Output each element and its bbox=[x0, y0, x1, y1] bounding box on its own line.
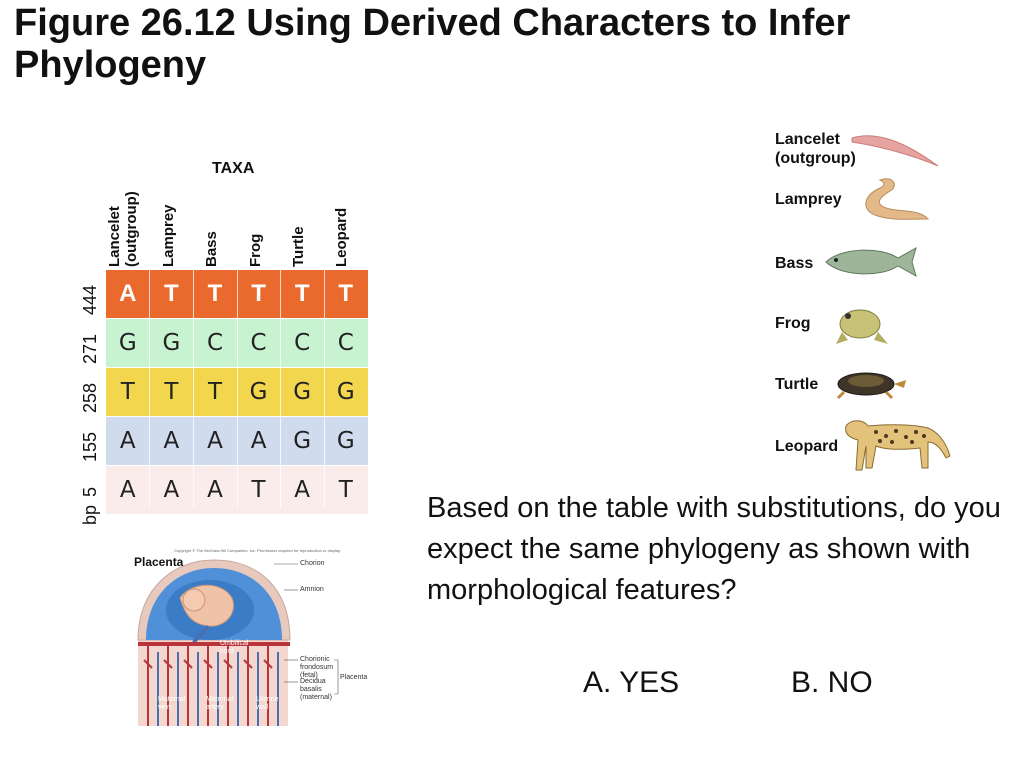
umbilical-cord-label: Umbilical cord bbox=[220, 640, 249, 655]
bass-image bbox=[825, 246, 917, 278]
animal-label-frog: Frog bbox=[775, 315, 811, 332]
copyright-notice: Copyright © The McGraw-Hill Companies, I… bbox=[174, 548, 341, 553]
column-divider bbox=[324, 270, 325, 508]
table-cell: G bbox=[293, 379, 312, 405]
table-cell: A bbox=[119, 280, 137, 307]
animal-label-lancelet-line2: (outgroup) bbox=[775, 150, 856, 167]
table-cell: C bbox=[250, 330, 267, 356]
row-label-444: 444 bbox=[80, 284, 100, 315]
table-cell: T bbox=[251, 280, 266, 307]
question-text: Based on the table with substitutions, d… bbox=[427, 492, 1001, 606]
leopard-image bbox=[845, 420, 951, 471]
table-cell: G bbox=[118, 330, 137, 356]
animal-label-leopard: Leopard bbox=[775, 438, 839, 455]
frog-image bbox=[836, 309, 888, 344]
placenta-bracket-label: Placenta bbox=[340, 674, 368, 681]
column-label-lancelet: Lancelet (outgroup) bbox=[106, 191, 140, 267]
row-label-271: 271 bbox=[80, 333, 100, 364]
turtle-image bbox=[836, 372, 906, 400]
column-divider bbox=[149, 270, 150, 508]
table-cell: T bbox=[164, 379, 179, 405]
placenta-illustration: Copyright © The McGraw-Hill Companies, I… bbox=[134, 548, 369, 726]
column-divider bbox=[193, 270, 194, 508]
maternal-vein-label: Maternal vein bbox=[158, 696, 186, 711]
table-cell: A bbox=[207, 428, 223, 454]
amnion-label: Amnion bbox=[300, 586, 324, 593]
table-cell: T bbox=[338, 280, 354, 307]
table-cell: A bbox=[250, 428, 267, 454]
animal-label-lancelet: Lancelet (outgroup) bbox=[775, 130, 856, 168]
choice-b[interactable]: B. NO bbox=[791, 666, 873, 699]
column-label-lancelet-line2: (outgroup) bbox=[123, 191, 140, 267]
table-cell: G bbox=[293, 428, 312, 454]
column-label-lancelet-line1: Lancelet bbox=[106, 206, 123, 267]
table-cell: T bbox=[120, 379, 135, 405]
animal-label-lamprey: Lamprey bbox=[775, 191, 842, 208]
column-label-frog: Frog bbox=[247, 233, 264, 267]
column-label-turtle: Turtle bbox=[290, 226, 307, 267]
slide-title: Figure 26.12 Using Derived Characters to… bbox=[14, 2, 851, 86]
row-label-155: 155 bbox=[80, 431, 100, 462]
table-cell: A bbox=[163, 477, 180, 503]
table-cell: G bbox=[162, 330, 181, 356]
table-cell: T bbox=[294, 280, 310, 307]
column-label-leopard: Leopard bbox=[333, 207, 350, 267]
table-cell: G bbox=[249, 379, 268, 405]
chorion-label: Chorion bbox=[300, 560, 325, 567]
chorionic-frondosum-label: Chorionic frondosum (fetal) bbox=[300, 656, 334, 679]
decidua-basalis-label: Decidua basalis (maternal) bbox=[300, 678, 332, 701]
table-cell: A bbox=[207, 477, 223, 503]
table-cell: A bbox=[119, 428, 136, 454]
animal-label-bass: Bass bbox=[775, 255, 814, 272]
table-cell: T bbox=[338, 477, 353, 503]
table-cell: T bbox=[207, 280, 223, 307]
table-cell: T bbox=[164, 280, 179, 307]
column-divider bbox=[237, 270, 238, 508]
animal-label-lancelet-line1: Lancelet bbox=[775, 131, 840, 148]
table-cell: T bbox=[251, 477, 266, 503]
table-cell: A bbox=[294, 477, 311, 503]
uterine-wall-label: Uterine wall bbox=[256, 696, 279, 711]
row-label-bp: bp bbox=[80, 504, 100, 525]
taxa-header: TAXA bbox=[212, 160, 255, 177]
row-label-258: 258 bbox=[80, 382, 100, 413]
table-cell: A bbox=[163, 428, 180, 454]
table-cell: G bbox=[336, 428, 355, 454]
table-cell: T bbox=[207, 379, 223, 405]
column-label-lamprey: Lamprey bbox=[160, 204, 177, 267]
choice-a[interactable]: A. YES bbox=[583, 666, 680, 699]
column-label-bass: Bass bbox=[203, 231, 220, 267]
maternal-artery-label: Maternal artery bbox=[206, 696, 234, 711]
table-cell: C bbox=[206, 330, 224, 356]
table-cell: C bbox=[294, 330, 311, 356]
lamprey-image bbox=[865, 178, 930, 220]
table-cell: A bbox=[119, 477, 136, 503]
placenta-title: Placenta bbox=[134, 555, 184, 569]
placenta-drawing bbox=[137, 559, 339, 726]
row-label-5: 5 bbox=[80, 486, 100, 497]
table-cell: C bbox=[337, 330, 354, 356]
table-cell: G bbox=[336, 379, 355, 405]
lancelet-image bbox=[851, 135, 939, 167]
column-divider bbox=[280, 270, 281, 508]
animal-label-turtle: Turtle bbox=[775, 376, 819, 393]
